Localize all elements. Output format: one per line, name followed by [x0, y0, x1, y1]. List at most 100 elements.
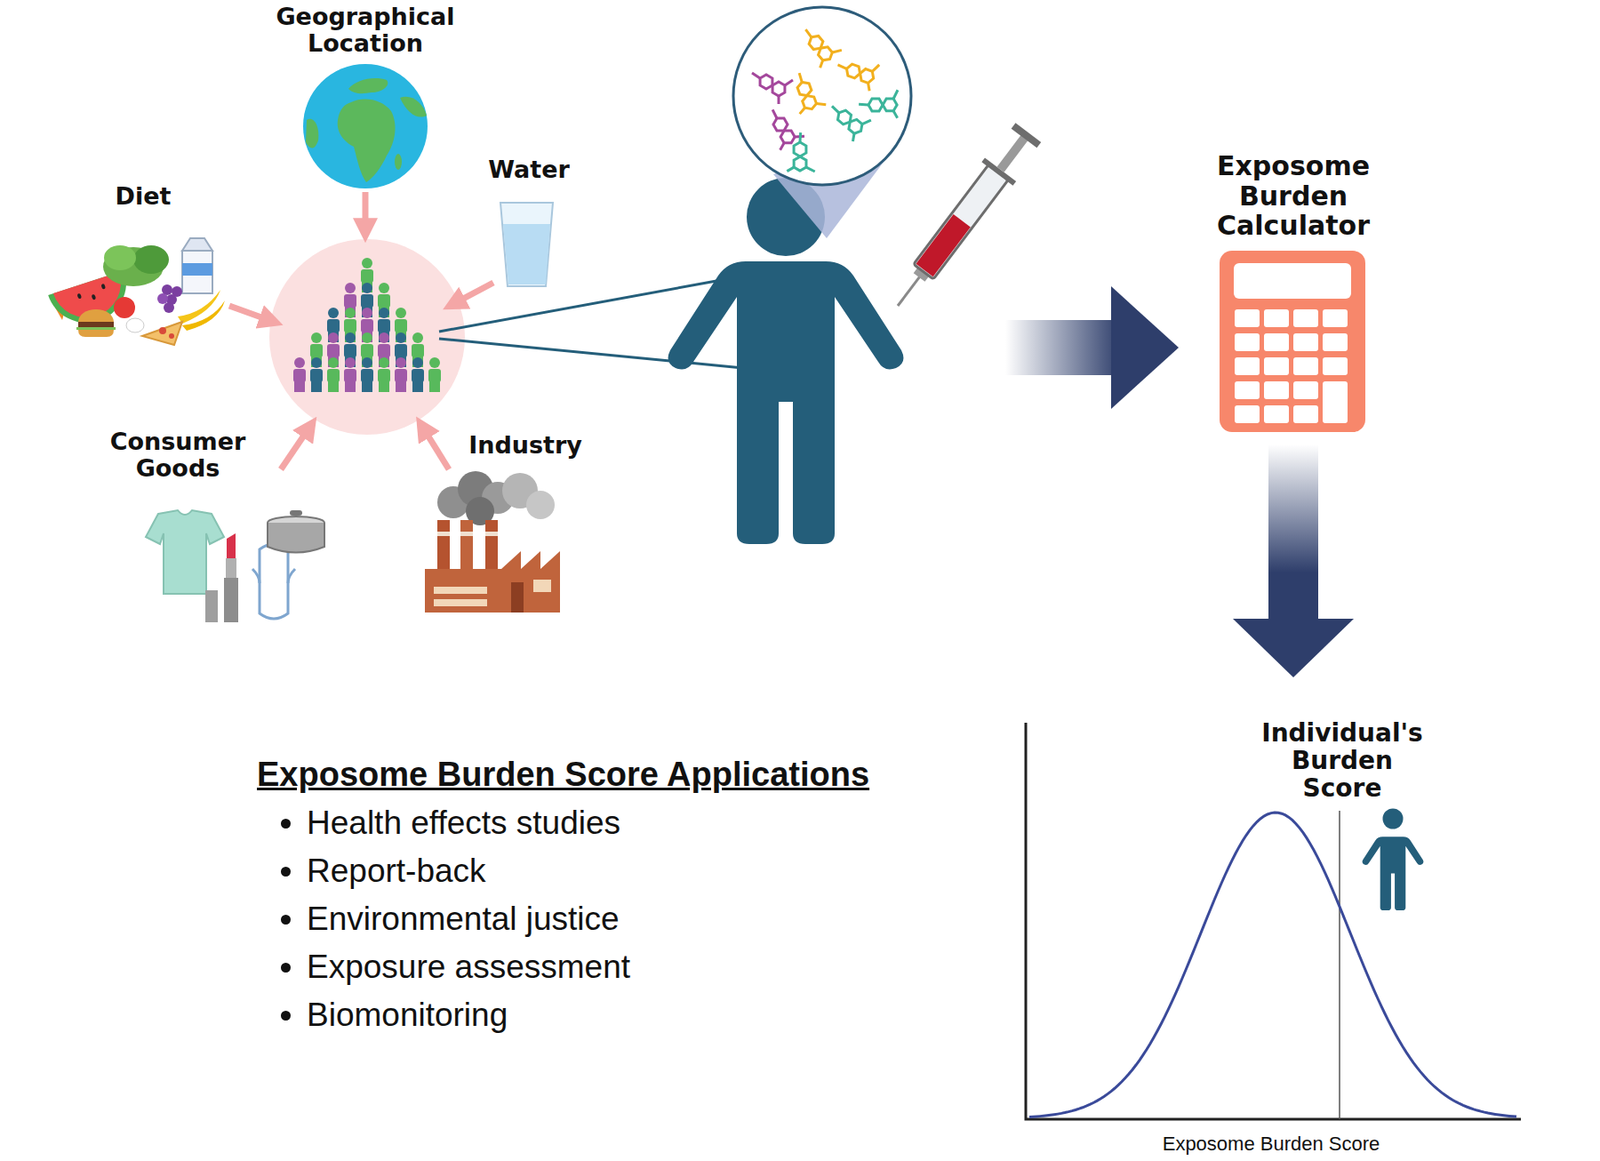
population-group	[378, 356, 390, 368]
population-group	[360, 368, 374, 383]
factory-icon	[485, 520, 498, 569]
population-group	[344, 332, 356, 344]
magnifier-lens	[794, 29, 844, 73]
industry-node: Industry	[458, 432, 592, 463]
applications-list: Exposome Burden Score ApplicationsHealth…	[256, 755, 870, 1040]
magnifier-lens	[760, 74, 773, 89]
calculator-icon	[1234, 405, 1260, 424]
population-group	[411, 357, 424, 392]
factory-icon	[437, 531, 450, 536]
population-group	[377, 307, 391, 343]
magnifier-lens	[826, 105, 872, 144]
population-group	[429, 381, 440, 392]
magnifier-lens	[733, 7, 912, 239]
population-group	[377, 332, 391, 368]
population-group	[360, 282, 374, 318]
factory-icon	[460, 531, 473, 536]
population-group	[361, 381, 373, 392]
globe-icon	[337, 99, 396, 183]
population-group	[344, 368, 357, 383]
source-arrow	[229, 192, 494, 470]
population-group	[395, 357, 407, 368]
magnifier-lens	[880, 96, 899, 115]
flow-arrow	[1268, 444, 1319, 619]
population-group	[394, 332, 408, 368]
factory-icon	[460, 520, 473, 569]
population-group	[344, 319, 357, 333]
population-group	[344, 331, 356, 343]
population-group	[344, 357, 356, 368]
food-icon	[78, 329, 114, 337]
population-group	[378, 332, 390, 344]
water-glass-icon	[500, 202, 553, 287]
population-group	[394, 368, 408, 383]
syringe-icon	[881, 120, 1044, 318]
food-icon	[168, 333, 175, 339]
calculator-icon	[1264, 357, 1289, 376]
calculator-icon	[1264, 333, 1289, 352]
food-icon	[133, 245, 169, 274]
source-arrow	[229, 305, 274, 322]
population-group	[360, 294, 374, 308]
population-group	[360, 344, 374, 358]
food-icon	[76, 327, 116, 330]
list-item: Biomonitoring	[306, 991, 870, 1040]
calculator-icon	[1264, 309, 1289, 328]
population-group	[378, 357, 390, 368]
magnifier-lens	[773, 132, 821, 184]
population-group	[293, 368, 306, 383]
population-group	[361, 357, 373, 368]
consumer-goods-icon	[267, 522, 325, 553]
factory-icon	[424, 471, 560, 613]
consumer-goods-icon	[145, 510, 224, 594]
magnifier-lens	[838, 57, 884, 96]
consumer-goods-icon	[252, 568, 296, 584]
population-group	[293, 257, 441, 392]
population-group	[412, 381, 424, 392]
connector-line	[439, 280, 717, 332]
population-group	[395, 331, 407, 343]
list-heading: Exposome Burden Score Applications	[256, 755, 870, 794]
population-group	[310, 332, 323, 368]
flow-arrow	[1232, 618, 1354, 678]
food-icon	[182, 250, 213, 294]
calculator-icon	[1264, 381, 1289, 400]
magnifier-lens	[773, 132, 821, 184]
flow-arrow	[1232, 444, 1354, 678]
calculator-icon	[1293, 333, 1319, 352]
population-group	[428, 357, 441, 392]
syringe-icon	[997, 134, 1030, 173]
syringe-icon	[913, 164, 1009, 280]
population-group	[344, 307, 356, 319]
population-group	[293, 357, 306, 392]
individual-marker	[1362, 808, 1424, 912]
population-group	[344, 306, 356, 318]
magnifier-lens	[779, 72, 832, 123]
individual-marker	[1362, 836, 1424, 911]
magnifier-lens	[826, 105, 872, 144]
population-group	[310, 357, 323, 392]
node-label: Industry	[458, 432, 592, 459]
calculator-icon	[1293, 309, 1319, 328]
magnifier-lens	[858, 83, 910, 131]
magnifier-lens	[752, 29, 910, 184]
magnifier-lens	[794, 29, 844, 73]
location-node: Geographical Location	[249, 3, 481, 61]
calculator-icon	[1234, 333, 1260, 352]
water-glass-icon	[503, 224, 551, 285]
calculator-icon	[1322, 357, 1348, 376]
globe-icon	[394, 153, 402, 170]
magnifier-lens	[858, 83, 910, 131]
population-group	[328, 331, 339, 343]
population-group	[377, 357, 391, 392]
calculator-icon	[1322, 309, 1348, 328]
population-group	[429, 357, 440, 368]
population-group	[344, 307, 357, 343]
population-group	[269, 239, 465, 435]
population-group	[361, 306, 373, 318]
population-group	[394, 357, 408, 392]
population-group	[361, 257, 373, 269]
food-icon	[182, 238, 213, 251]
magnifier-lens	[772, 81, 785, 96]
flow-arrow	[1005, 320, 1116, 376]
